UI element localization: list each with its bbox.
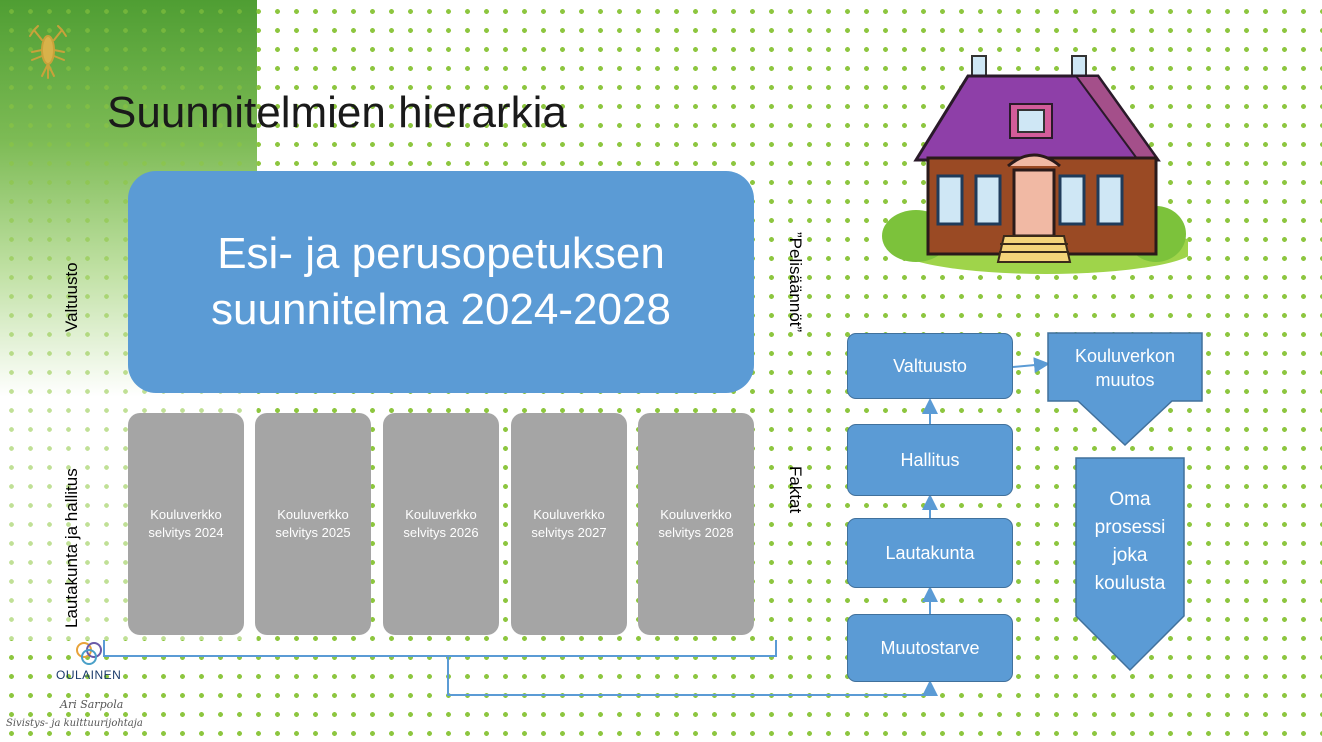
house-illustration-icon [882,55,1188,274]
main-plan-line2: suunnitelma 2024-2028 [211,285,671,334]
network-change-line2: muutos [1095,370,1155,390]
flow-board-box: Hallitus [847,424,1013,496]
report-box-2026: Kouluverkko selvitys 2026 [383,413,499,635]
own-process-line1: Oma [1109,489,1151,510]
network-change-label: Kouluverkon muutos [1046,344,1204,392]
crayfish-crest-icon [29,25,67,79]
own-process-line3: joka [1112,545,1148,566]
report-label: Kouluverkko [660,507,732,522]
flow-need-box: Muutostarve [847,614,1013,682]
signature-title: Sivistys- ja kulttuurijohtaja [6,718,143,729]
oulainen-logo-text: OULAINEN [56,668,122,682]
report-box-2025: Kouluverkko selvitys 2025 [255,413,371,635]
report-box-2027: Kouluverkko selvitys 2027 [511,413,627,635]
report-box-2024: Kouluverkko selvitys 2024 [128,413,244,635]
own-process-line2: prosessi [1094,517,1166,538]
report-year: selvitys 2028 [658,525,734,540]
main-plan-line1: Esi- ja perusopetuksen [217,229,665,278]
network-change-arrow [1047,332,1203,447]
report-year: selvitys 2024 [148,525,224,540]
report-year: selvitys 2026 [403,525,479,540]
report-label: Kouluverkko [533,507,605,522]
flow-committee-box: Lautakunta [847,518,1013,588]
flow-council-box: Valtuusto [847,333,1013,399]
report-label: Kouluverkko [277,507,349,522]
report-year: selvitys 2027 [531,525,607,540]
network-change-line1: Kouluverkon [1074,346,1176,366]
report-box-2028: Kouluverkko selvitys 2028 [638,413,754,635]
oulainen-logo-icon [76,642,102,665]
signature-name: Ari Sarpola [60,698,124,711]
own-process-label: Oma prosessi joka koulusta [1074,486,1186,598]
slide-title: Suunnitelmien hierarkia [107,88,567,137]
report-label: Kouluverkko [405,507,477,522]
own-process-line4: koulusta [1094,573,1166,594]
report-label: Kouluverkko [150,507,222,522]
own-process-chevron [1075,457,1185,672]
main-plan-box: Esi- ja perusopetuksen suunnitelma 2024-… [128,171,754,393]
report-year: selvitys 2025 [275,525,351,540]
